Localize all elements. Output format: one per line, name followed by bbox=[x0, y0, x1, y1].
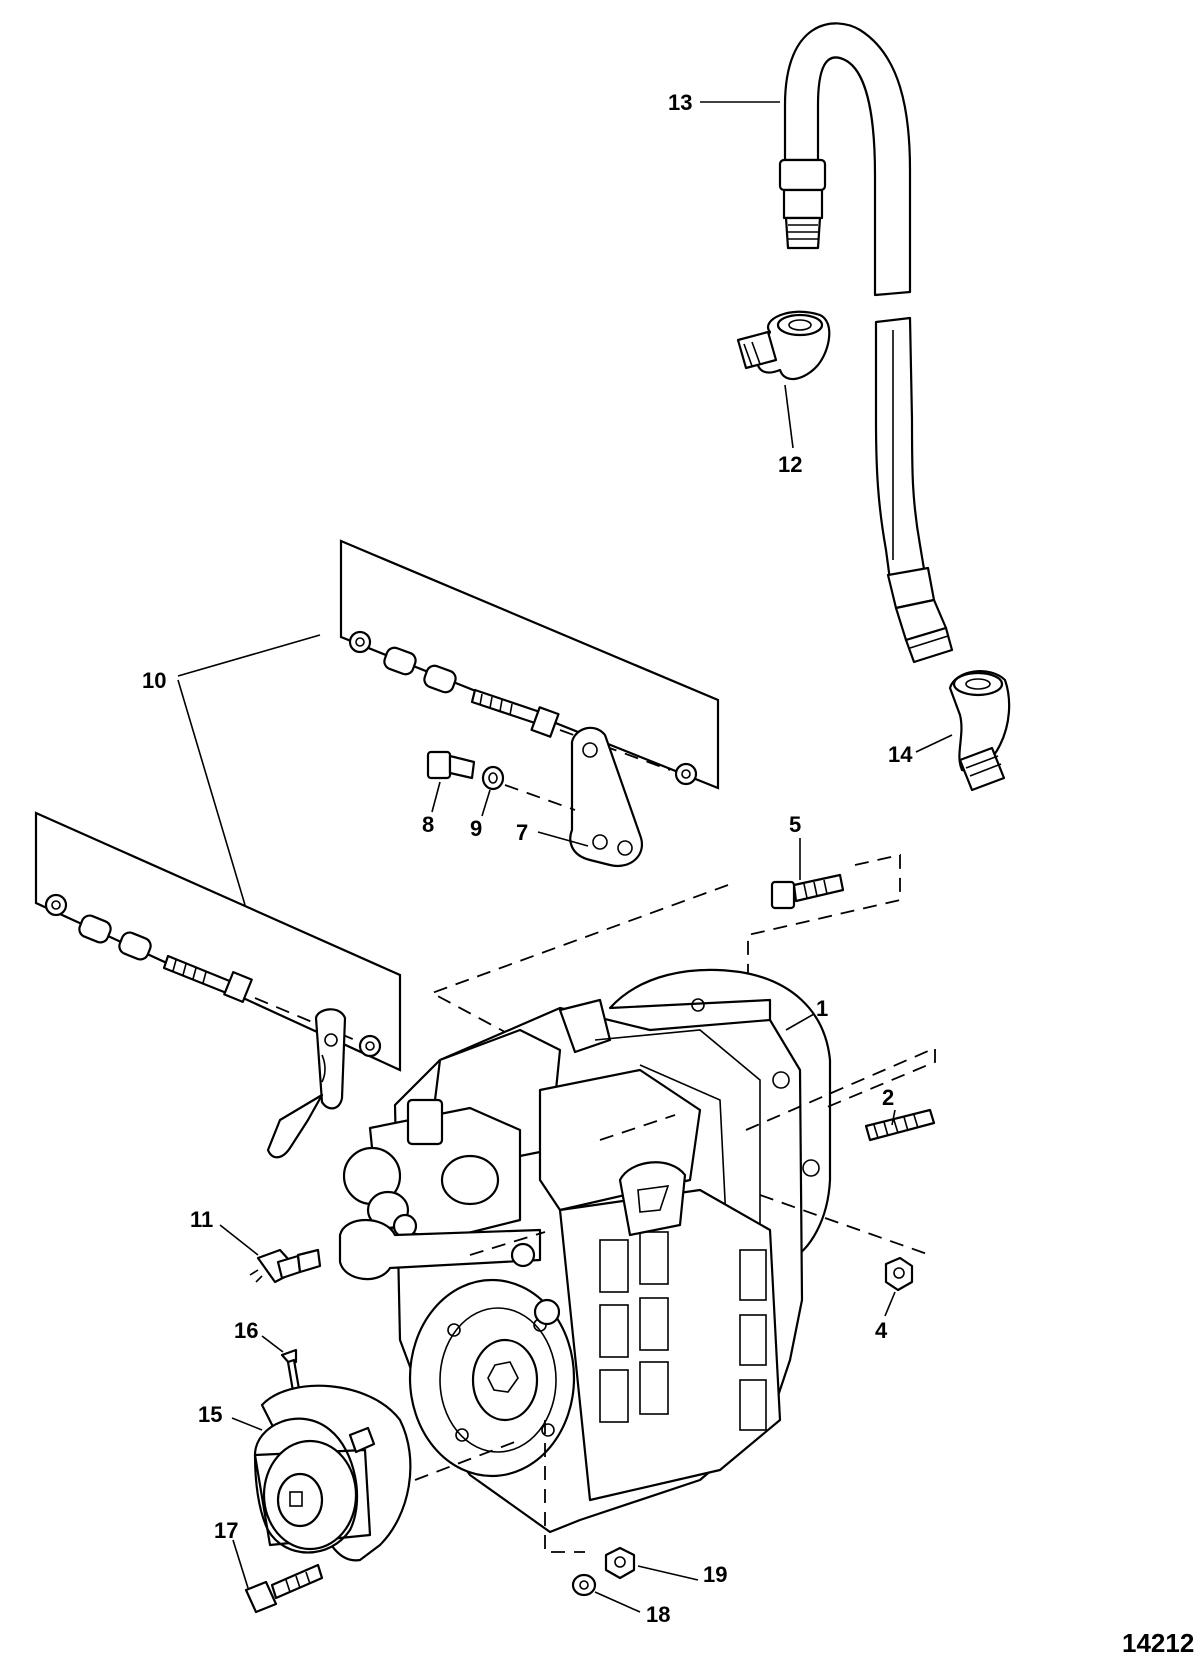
stud-2[interactable] bbox=[864, 1108, 936, 1142]
callout-11: 11 bbox=[190, 1207, 213, 1232]
washer-18[interactable] bbox=[571, 1573, 597, 1597]
elbow-fitting-upper[interactable] bbox=[736, 310, 831, 381]
callout-8: 8 bbox=[422, 812, 434, 837]
callout-1: 1 bbox=[816, 996, 828, 1021]
callout-13: 13 bbox=[668, 90, 692, 115]
callout-14: 14 bbox=[888, 742, 913, 767]
nut-4[interactable] bbox=[884, 1256, 914, 1292]
mounting-bracket-lower[interactable] bbox=[266, 1008, 347, 1159]
leader-lines bbox=[177, 101, 953, 1613]
bolt-17[interactable] bbox=[244, 1563, 324, 1614]
callout-16: 16 bbox=[234, 1318, 258, 1343]
bolt-5[interactable] bbox=[770, 873, 845, 910]
mount-kit-panel-upper bbox=[339, 539, 720, 790]
callout-labels: 1 2 4 5 7 8 9 10 11 12 13 14 15 16 17 18… bbox=[142, 90, 1194, 1658]
callout-9: 9 bbox=[470, 816, 482, 841]
callout-19: 19 bbox=[703, 1562, 727, 1587]
callout-17: 17 bbox=[214, 1518, 238, 1543]
marine-transmission-housing[interactable] bbox=[338, 968, 832, 1534]
bolt-8[interactable] bbox=[426, 750, 476, 780]
figure-number: 14212 bbox=[1122, 1628, 1194, 1658]
oil-cooler-hose[interactable] bbox=[778, 22, 954, 664]
drive-coupling-15[interactable] bbox=[253, 1384, 412, 1562]
callout-10: 10 bbox=[142, 668, 166, 693]
callout-4: 4 bbox=[875, 1318, 888, 1343]
callout-15: 15 bbox=[198, 1402, 222, 1427]
callout-7: 7 bbox=[516, 820, 528, 845]
callout-12: 12 bbox=[778, 452, 802, 477]
mount-kit-panel-lower bbox=[34, 811, 402, 1072]
switch-sensor-11[interactable] bbox=[249, 1248, 322, 1284]
callout-18: 18 bbox=[646, 1602, 670, 1627]
callout-2: 2 bbox=[882, 1085, 894, 1110]
nut-19[interactable] bbox=[604, 1546, 636, 1580]
mounting-bracket-upper[interactable] bbox=[569, 726, 643, 868]
elbow-fitting-lower[interactable] bbox=[948, 670, 1011, 792]
callout-5: 5 bbox=[789, 812, 801, 837]
washer-9[interactable] bbox=[481, 765, 505, 791]
